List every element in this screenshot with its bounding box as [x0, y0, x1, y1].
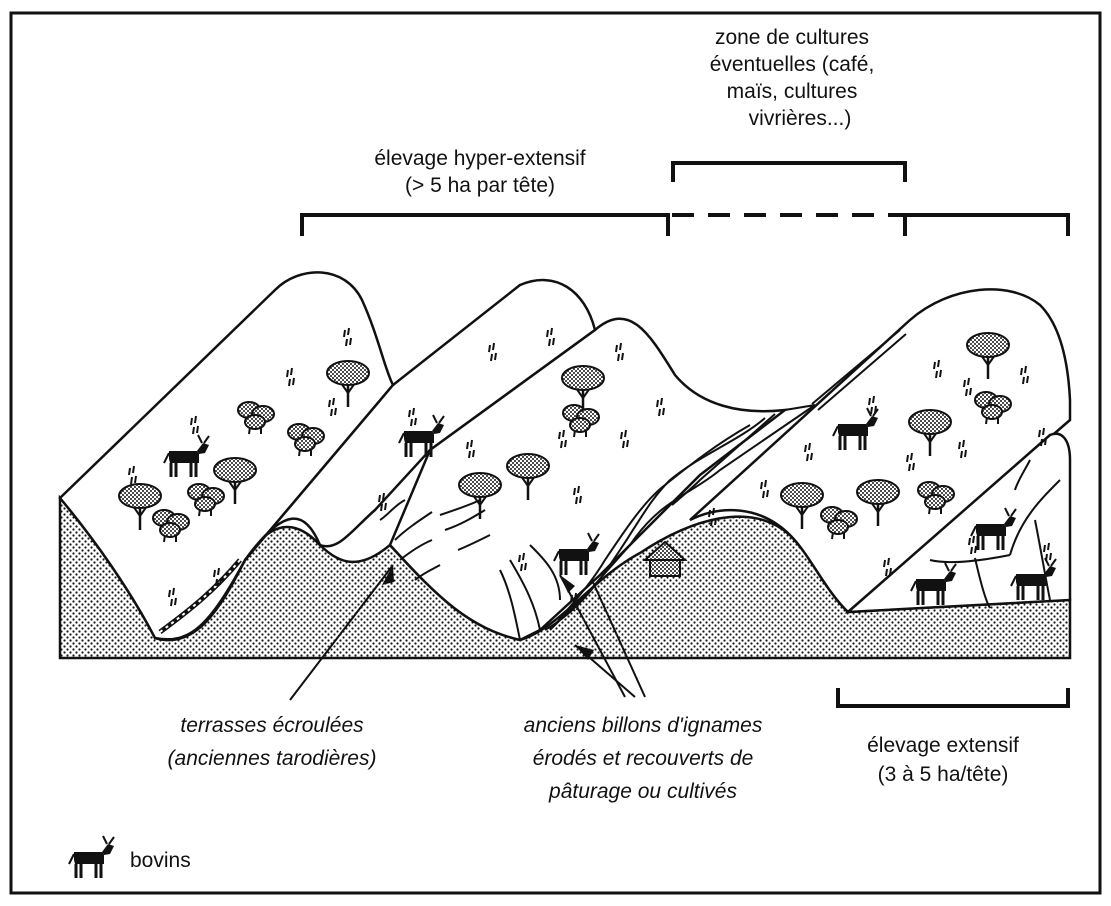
label-cultures-line4: vivrières...)	[749, 107, 852, 130]
bracket-cultures	[673, 163, 905, 182]
label-hyper-extensif-line2: (> 5 ha par tête)	[405, 174, 555, 197]
label-extensif-line1: élevage extensif	[867, 734, 1019, 757]
label-cultures-line3: maïs, cultures	[727, 80, 858, 103]
label-cultures-line2: éventuelles (café,	[710, 53, 875, 76]
label-hyper-extensif-line1: élevage hyper-extensif	[374, 147, 585, 170]
label-billons-line2: érodés et recouverts de	[533, 747, 754, 770]
bracket-hyper-extensif	[302, 215, 668, 236]
legend-label: bovins	[130, 849, 191, 872]
label-hyper-extensif: élevage hyper-extensif (> 5 ha par tête)	[374, 147, 585, 197]
label-extensif-line2: (3 à 5 ha/tête)	[878, 763, 1009, 786]
label-billons: anciens billons d'ignames érodés et reco…	[524, 714, 763, 803]
label-billons-line1: anciens billons d'ignames	[524, 714, 763, 737]
legend: bovins	[69, 836, 191, 878]
label-extensif: élevage extensif (3 à 5 ha/tête)	[867, 734, 1019, 786]
label-terrasses-line2: (anciennes tarodières)	[168, 747, 377, 770]
bracket-extensif-top	[905, 215, 1068, 236]
cattle-icon	[69, 836, 114, 878]
label-cultures: zone de cultures éventuelles (café, maïs…	[710, 26, 875, 130]
bracket-extensif-bottom	[838, 688, 1068, 706]
label-cultures-line1: zone de cultures	[715, 26, 869, 49]
label-billons-line3: pâturage ou cultivés	[548, 780, 737, 803]
label-terrasses-line1: terrasses écroulées	[180, 714, 364, 737]
label-terrasses: terrasses écroulées (anciennes tarodière…	[168, 714, 377, 770]
